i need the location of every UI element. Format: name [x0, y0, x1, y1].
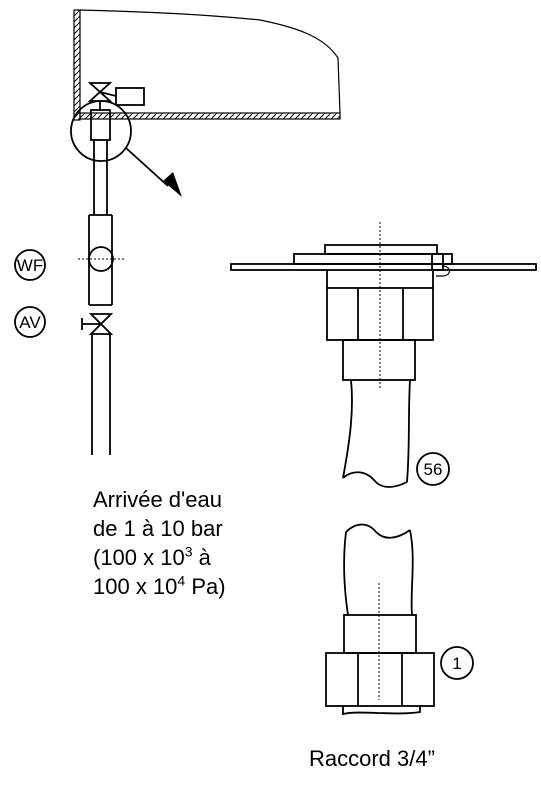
water-note-line-3: (100 x 103 à	[93, 543, 226, 572]
av-label: AV	[19, 313, 41, 332]
water-note-line-1: Arrivée d'eau	[93, 487, 222, 512]
line4-exponent: 4	[177, 572, 186, 589]
fitting-label: Raccord 3/4”	[309, 746, 435, 771]
wf-callout-circle	[14, 249, 46, 281]
water-note-line-4: 100 x 104 Pa)	[93, 572, 226, 601]
av-callout-circle	[14, 306, 46, 338]
water-supply-note: Arrivée d'eau de 1 à 10 bar (100 x 103 à…	[93, 485, 226, 601]
part-56-label: 56	[424, 460, 443, 479]
appliance-tank	[73, 9, 341, 121]
line4-suffix: Pa)	[185, 574, 226, 599]
mounting-plate	[230, 244, 537, 277]
water-supply-pipe	[91, 334, 111, 455]
part-1-label: 1	[452, 654, 461, 673]
water-note-line-2: de 1 à 10 bar	[93, 516, 223, 541]
upper-hex-nut	[326, 270, 434, 381]
line3-suffix: à	[192, 545, 211, 570]
shutoff-valve-icon	[88, 313, 114, 335]
solenoid-valve-icon	[87, 82, 145, 110]
part-1-callout-circle	[440, 646, 474, 680]
line3-exponent: 3	[184, 543, 193, 560]
hose-upper	[342, 379, 411, 488]
line3-base: (100 x 10	[93, 545, 185, 570]
lower-hex-nut	[325, 614, 435, 716]
filter-valve-assembly	[78, 214, 124, 335]
line4-base: 100 x 10	[93, 574, 178, 599]
wf-label: WF	[17, 256, 43, 275]
part-56-callout-circle	[416, 452, 450, 486]
water-filter-icon	[88, 246, 114, 272]
detail-magnifier-circle	[70, 100, 182, 197]
hose-lower	[343, 523, 414, 616]
screw-icon	[431, 253, 444, 271]
tank-connector	[90, 109, 111, 215]
